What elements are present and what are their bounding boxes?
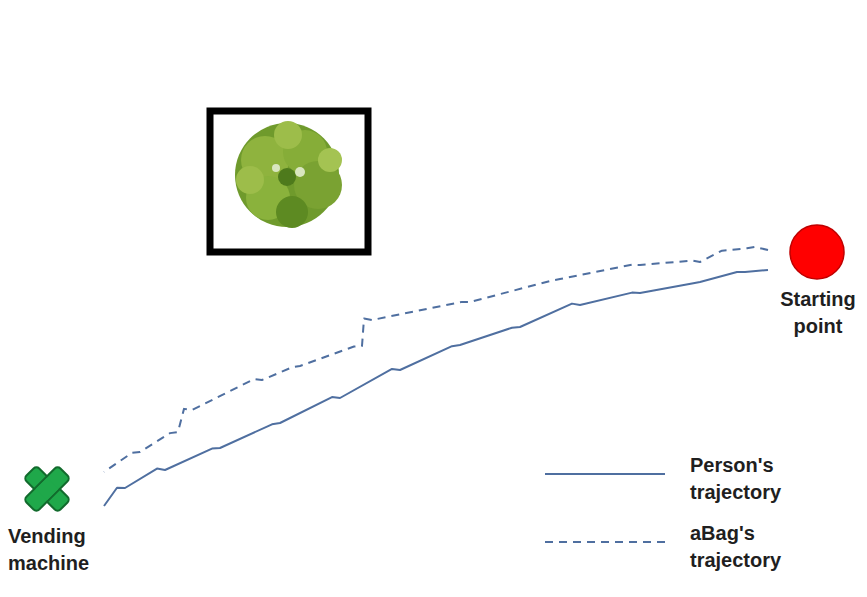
tree-canopy xyxy=(235,121,342,228)
marker-label: Starting point xyxy=(768,286,867,340)
tree-box xyxy=(210,111,368,252)
legend-sample xyxy=(545,520,675,574)
legend-text: aBag's trajectory xyxy=(690,520,820,574)
green-cross xyxy=(8,461,104,519)
person-trajectory xyxy=(104,270,768,506)
abag-trajectory xyxy=(104,247,768,472)
start-marker: Starting point xyxy=(768,224,867,340)
goal-marker: Vending machine xyxy=(8,461,104,577)
legend-sample xyxy=(545,452,675,506)
legend-text: Person's trajectory xyxy=(690,452,820,506)
marker-label: Vending machine xyxy=(8,523,104,577)
red-circle xyxy=(768,224,867,282)
